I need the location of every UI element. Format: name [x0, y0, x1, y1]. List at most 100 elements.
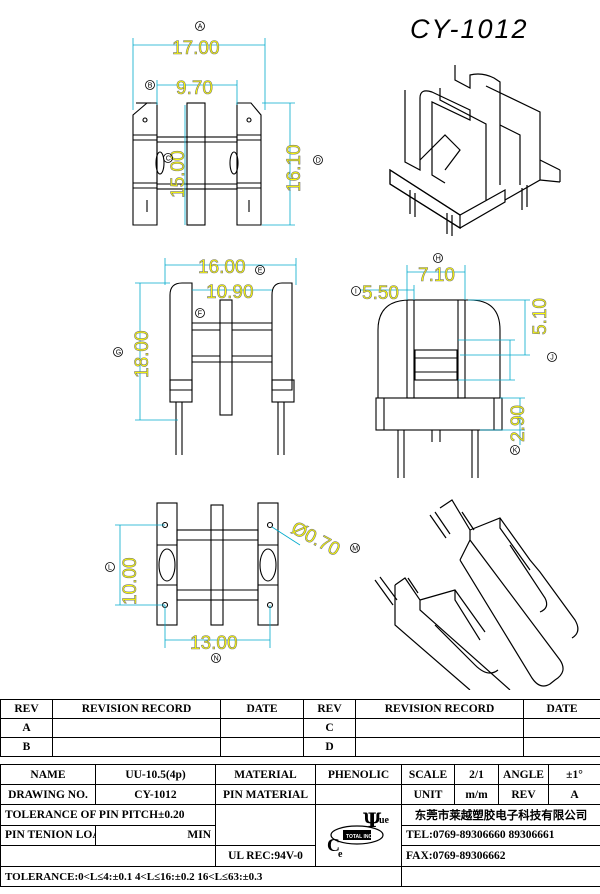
unit-label: UNIT [401, 784, 455, 805]
dim-15-00: 15.00 [168, 150, 189, 198]
marker-c: C [166, 156, 171, 163]
company-name: 东莞市莱越塑胶电子科技有限公司 [401, 804, 600, 826]
marker-l: L [108, 565, 112, 572]
rev-cell: A [0, 718, 53, 738]
rev-header: REV [303, 699, 356, 719]
table-row: A C [0, 718, 600, 738]
marker-h: H [436, 256, 441, 263]
scale-value: 2/1 [454, 764, 499, 785]
pin-material-value [315, 784, 402, 805]
top-view [156, 502, 279, 626]
dim-2-90: 2.90 [508, 405, 529, 442]
marker-i: I [355, 289, 357, 296]
tel-text: TEL:0769-89306660 89306661 [401, 824, 600, 847]
table-row: DRAWING NO. CY-1012 PIN MATERIAL UNIT m/… [0, 784, 600, 805]
dim-16-10: 16.10 [284, 144, 305, 192]
material-value: PHENOLIC [315, 764, 402, 785]
record-cell [52, 737, 221, 757]
date-header: DATE [523, 699, 600, 719]
dim-17-00: 17.00 [172, 38, 220, 59]
logo-badge: TOTAL INC [346, 834, 373, 840]
revision-table: REV REVISION RECORD DATE REV REVISION RE… [0, 699, 600, 757]
table-row: NAME UU-10.5(4p) MATERIAL PHENOLIC SCALE… [0, 764, 600, 785]
ul-spacer [0, 845, 216, 867]
table-row: PIN TENION LOAD MIN TEL:0769-89306660 89… [0, 824, 600, 847]
marker-d: D [316, 158, 321, 165]
rev-cell: D [303, 737, 356, 757]
marker-n: N [214, 656, 219, 663]
record-cell [52, 718, 221, 738]
marker-m: M [352, 546, 358, 553]
marker-k: K [513, 448, 518, 455]
table-row: B D [0, 737, 600, 757]
reference-markers: A B C D E F G H I J K L M N [105, 21, 557, 663]
marker-f: F [198, 311, 202, 318]
scale-label: SCALE [401, 764, 455, 785]
rev-cell: B [0, 737, 53, 757]
dim-10-00: 10.00 [120, 557, 141, 605]
dim-5-10: 5.10 [530, 298, 551, 335]
marker-b: B [148, 83, 153, 90]
marker-g: G [116, 350, 121, 357]
dim-dia-0-70: Ø0.70 [288, 518, 344, 561]
revision-record-header: REVISION RECORD [52, 699, 221, 719]
date-cell [220, 718, 304, 738]
table-row: TOLERANCE:0<L≤4:±0.1 4<L≤16:±0.2 16<L≤63… [0, 866, 600, 887]
date-cell [523, 718, 600, 738]
logo-letter-psi: Ψ [363, 808, 382, 832]
revision-record-header: REVISION RECORD [355, 699, 524, 719]
date-header: DATE [220, 699, 304, 719]
pin-tenion-label: PIN TENION LOAD [0, 824, 96, 847]
logo-icon: TOTAL INC C e Ψ ue [327, 808, 390, 860]
marker-e: E [258, 268, 263, 275]
name-value: UU-10.5(4p) [95, 764, 216, 785]
dim-16-00: 16.00 [198, 257, 246, 278]
rev-label: REV [498, 784, 549, 805]
tolerance-note: TOLERANCE:0<L≤4:±0.1 4<L≤16:±0.2 16<L≤63… [0, 866, 402, 887]
material-label: MATERIAL [215, 764, 316, 785]
dim-18-00: 18.00 [132, 330, 153, 378]
dim-7-10: 7.10 [418, 265, 455, 286]
logo-letter-e: e [338, 849, 343, 860]
isometric-view-bottom [374, 499, 579, 690]
dim-9-70: 9.70 [176, 78, 213, 99]
title-block: NAME UU-10.5(4p) MATERIAL PHENOLIC SCALE… [0, 764, 600, 887]
side-view [169, 282, 295, 455]
drawing-no-label: DRAWING NO. [0, 784, 96, 805]
marker-a: A [198, 24, 203, 31]
drawing-title: CY-1012 [410, 14, 529, 44]
date-cell [523, 737, 600, 757]
logo-letter-c: C [327, 835, 340, 855]
rev-cell: C [303, 718, 356, 738]
angle-label: ANGLE [498, 764, 549, 785]
pin-material-blank [215, 803, 316, 847]
pin-pitch-tolerance: TOLERANCE OF PIN PITCH±0.20 [0, 804, 216, 826]
dim-5-50: 5.50 [362, 283, 399, 304]
angle-value: ±1° [548, 764, 600, 785]
table-row: TOLERANCE OF PIN PITCH±0.20 TOTAL INC C … [0, 803, 600, 867]
revision-header-row: REV REVISION RECORD DATE REV REVISION RE… [0, 699, 600, 719]
marker-j: J [550, 355, 554, 362]
dimension-lines [115, 38, 530, 648]
fax-text: FAX:0769-89306662 [401, 845, 600, 867]
logo-letter-ue: ue [379, 815, 390, 826]
name-label: NAME [0, 764, 96, 785]
rev-header: REV [0, 699, 53, 719]
front-view-1 [132, 102, 262, 226]
pin-material-label: PIN MATERIAL [215, 784, 316, 805]
ul-rec: UL REC:94V-0 [215, 845, 316, 867]
record-cell [355, 718, 524, 738]
pin-tenion-value: MIN [95, 824, 216, 847]
dim-10-90: 10.90 [206, 282, 254, 303]
rev-value: A [548, 784, 600, 805]
end-view [375, 299, 503, 478]
unit-value: m/m [454, 784, 499, 805]
record-cell [355, 737, 524, 757]
company-logo: TOTAL INC C e Ψ ue [315, 804, 402, 867]
date-cell [220, 737, 304, 757]
drawing-no-value: CY-1012 [95, 784, 216, 805]
blank-cell [401, 866, 600, 887]
dim-13-00: 13.00 [190, 633, 238, 654]
isometric-view-top [389, 65, 561, 236]
technical-drawing: 17.00 9.70 15.00 16.10 16.00 10.90 18.00… [105, 21, 579, 690]
